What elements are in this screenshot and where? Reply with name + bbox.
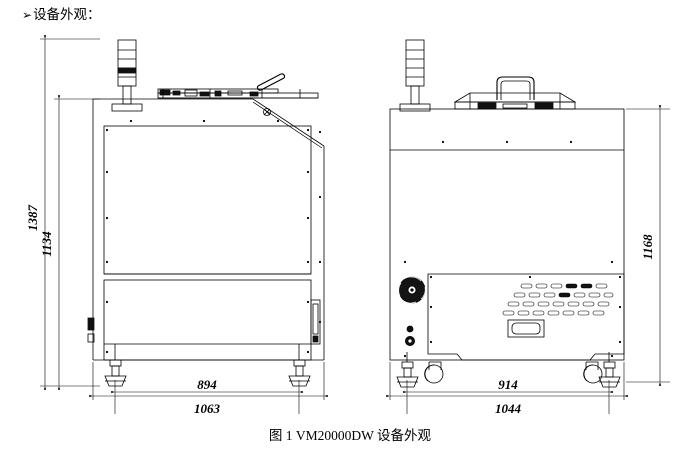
dim-side-width-overall: 1044 [495, 401, 522, 416]
front-view-group [40, 35, 328, 414]
front-left-fittings [87, 317, 95, 343]
side-leveling-foot-right [598, 352, 621, 388]
front-enclosure-outline [92, 98, 325, 361]
dim-front-height-body: 1134 [39, 231, 54, 257]
side-signal-tower-light-icon [399, 39, 431, 112]
figure-caption: 图 1 VM20000DW 设备外观 [268, 428, 432, 443]
equipment-outline-drawing: 1387 1134 894 1063 1168 914 1044 [25, 35, 670, 417]
front-fastener-dots [105, 119, 322, 354]
top-handle-bar[interactable] [496, 76, 535, 100]
slant-latch-icon [263, 108, 271, 116]
lower-door-panel [103, 279, 312, 361]
front-leveling-foot-right [288, 344, 311, 387]
vent-slot-grid [502, 283, 614, 316]
section-heading-label: 设备外观： [33, 7, 101, 22]
side-dimension-lines [386, 105, 670, 414]
side-enclosure-outline [389, 108, 625, 361]
front-leveling-foot-left [104, 344, 127, 387]
service-ports [404, 325, 415, 346]
signal-tower-light-icon [111, 39, 143, 112]
top-machinery-rail [157, 73, 319, 99]
dim-front-height-overall: 1387 [25, 205, 40, 232]
side-view-group [386, 39, 670, 414]
door-latch-handle[interactable] [310, 299, 321, 345]
section-heading: ➢设备外观： [22, 7, 101, 23]
exhaust-fan-icon [398, 276, 426, 304]
dim-side-height-body: 1168 [640, 234, 655, 260]
caster-wheel-right [583, 361, 603, 384]
side-fastener-dots [403, 140, 622, 358]
dimension-labels: 1387 1134 894 1063 1168 914 1044 [25, 205, 655, 417]
dim-front-width-overall: 1063 [194, 401, 221, 416]
port-label-plate [507, 319, 545, 338]
upper-window-panel [103, 125, 312, 275]
dim-side-width-feet: 914 [498, 377, 518, 392]
arrow-bullet-icon: ➢ [22, 8, 33, 22]
front-dimension-lines [40, 35, 328, 414]
dim-front-width-feet: 894 [197, 377, 217, 392]
side-leveling-foot-left [396, 352, 419, 388]
side-service-panel [427, 273, 625, 361]
side-top-plate [453, 92, 577, 110]
caster-wheel-left [424, 361, 444, 384]
